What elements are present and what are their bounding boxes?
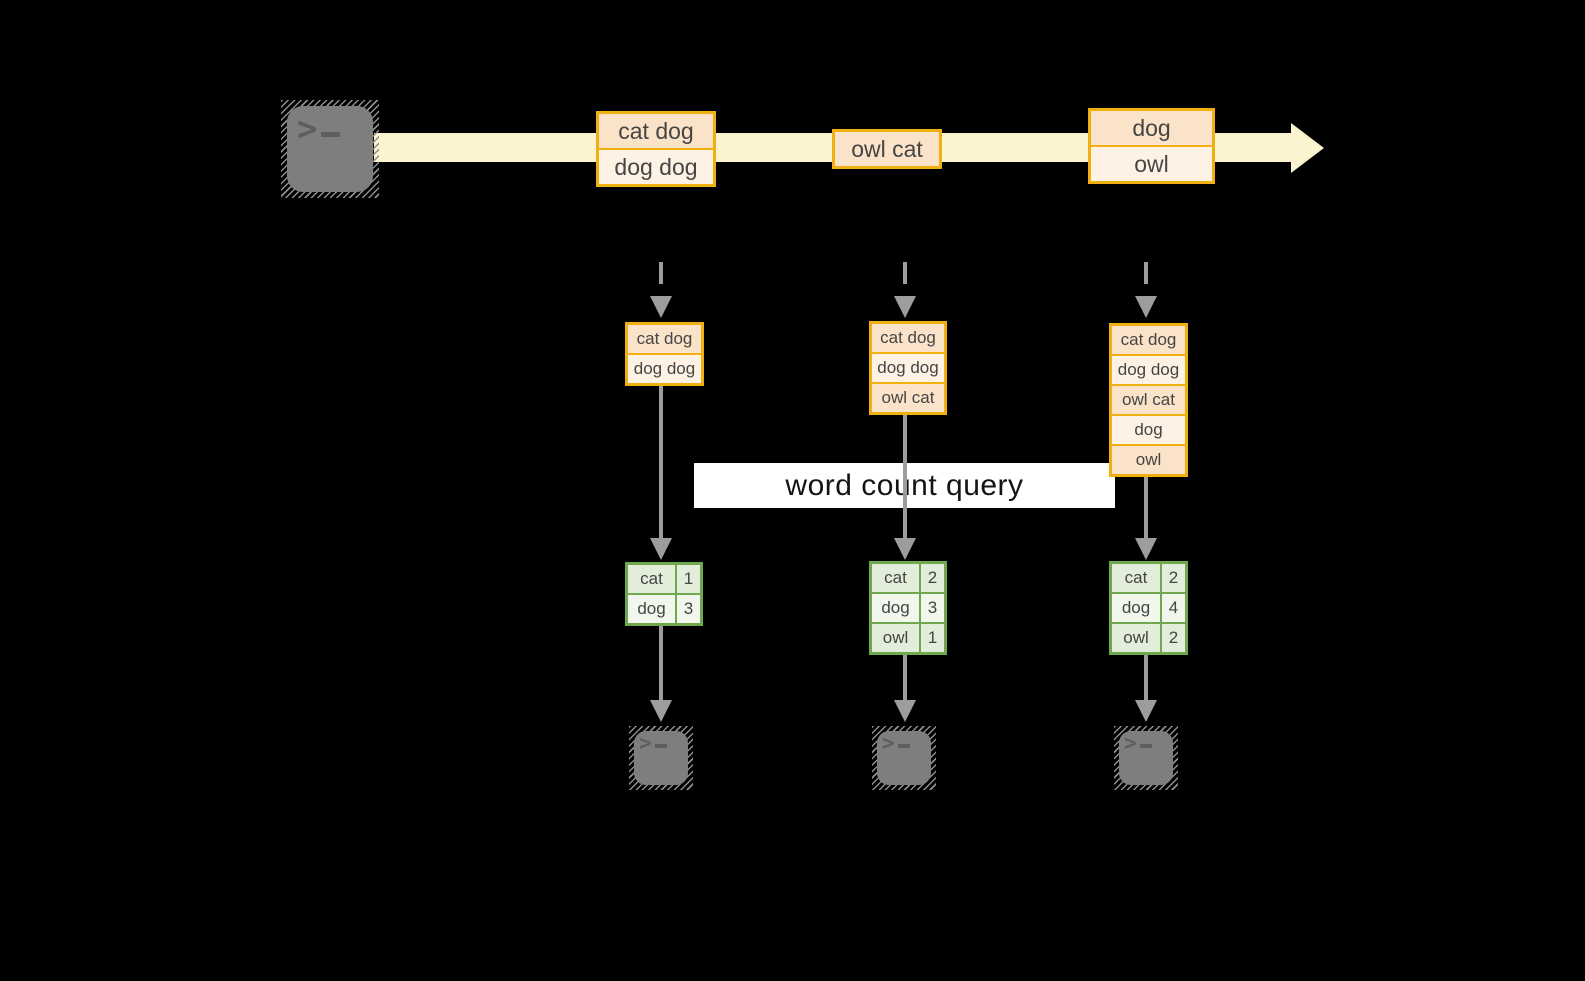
count-value: 2 [1162, 564, 1185, 592]
cursor-bar-icon [321, 132, 341, 137]
state-item: cat dog [628, 325, 701, 353]
count-table-3: cat 2 dog 4 owl 2 [1109, 561, 1188, 655]
arrow-head-icon [1135, 296, 1157, 318]
stream-batch-1: cat dog dog dog [596, 111, 716, 187]
arrow-head-icon [650, 296, 672, 318]
count-table-1: cat 1 dog 3 [625, 562, 703, 626]
cursor-bar-icon [1139, 744, 1152, 748]
arrow-line [659, 386, 663, 538]
count-table-2: cat 2 dog 3 owl 1 [869, 561, 947, 655]
count-word: owl [872, 624, 919, 652]
count-word: dog [872, 594, 919, 622]
stream-item: dog [1091, 111, 1212, 145]
state-item: dog dog [628, 355, 701, 383]
stream-item: owl cat [835, 132, 939, 166]
stream-batch-3: dog owl [1088, 108, 1215, 184]
arrow-head-icon [1135, 700, 1157, 722]
prompt-icon: > [882, 731, 910, 755]
prompt-icon: > [1124, 731, 1152, 755]
state-item: owl cat [872, 384, 944, 412]
count-word: cat [628, 565, 675, 593]
state-box-2: cat dog dog dog owl cat [869, 321, 947, 415]
arrow-line [903, 415, 907, 538]
state-item: dog dog [1112, 356, 1185, 384]
arrow-line [659, 626, 663, 700]
count-word: cat [1112, 564, 1160, 592]
state-item: dog dog [872, 354, 944, 382]
prompt-icon: > [297, 109, 341, 149]
count-value: 1 [921, 624, 944, 652]
stream-item: cat dog [599, 114, 713, 148]
cursor-bar-icon [654, 744, 667, 748]
count-word: cat [872, 564, 919, 592]
arrow-line [1144, 655, 1148, 700]
stream-item: owl [1091, 147, 1212, 181]
arrow-head-icon [894, 538, 916, 560]
stream-item: dog dog [599, 150, 713, 184]
cursor-bar-icon [897, 744, 910, 748]
count-word: dog [1112, 594, 1160, 622]
terminal-body [287, 106, 373, 192]
terminal-source-icon: > [281, 100, 379, 198]
stream-arrow-head-icon [1291, 123, 1324, 173]
count-value: 2 [921, 564, 944, 592]
dashed-arrow [659, 262, 663, 292]
count-value: 2 [1162, 624, 1185, 652]
state-box-1: cat dog dog dog [625, 322, 704, 386]
arrow-line [903, 655, 907, 700]
arrow-head-icon [650, 700, 672, 722]
count-value: 3 [921, 594, 944, 622]
stream-batch-2: owl cat [832, 129, 942, 169]
count-value: 1 [677, 565, 700, 593]
dashed-arrow [1144, 262, 1148, 292]
state-box-3: cat dog dog dog owl cat dog owl [1109, 323, 1188, 477]
arrow-head-icon [650, 538, 672, 560]
arrow-head-icon [1135, 538, 1157, 560]
count-word: dog [628, 595, 675, 623]
state-item: cat dog [872, 324, 944, 352]
count-value: 4 [1162, 594, 1185, 622]
count-word: owl [1112, 624, 1160, 652]
terminal-body [1119, 731, 1173, 785]
dashed-arrow [903, 262, 907, 292]
terminal-body [877, 731, 931, 785]
terminal-sink-icon-2: > [872, 726, 936, 790]
prompt-icon: > [639, 731, 667, 755]
terminal-sink-icon-1: > [629, 726, 693, 790]
terminal-body [634, 731, 688, 785]
arrow-head-icon [894, 296, 916, 318]
arrow-head-icon [894, 700, 916, 722]
state-item: cat dog [1112, 326, 1185, 354]
state-item: owl [1112, 446, 1185, 474]
state-item: owl cat [1112, 386, 1185, 414]
arrow-line [1144, 477, 1148, 538]
state-item: dog [1112, 416, 1185, 444]
terminal-sink-icon-3: > [1114, 726, 1178, 790]
count-value: 3 [677, 595, 700, 623]
